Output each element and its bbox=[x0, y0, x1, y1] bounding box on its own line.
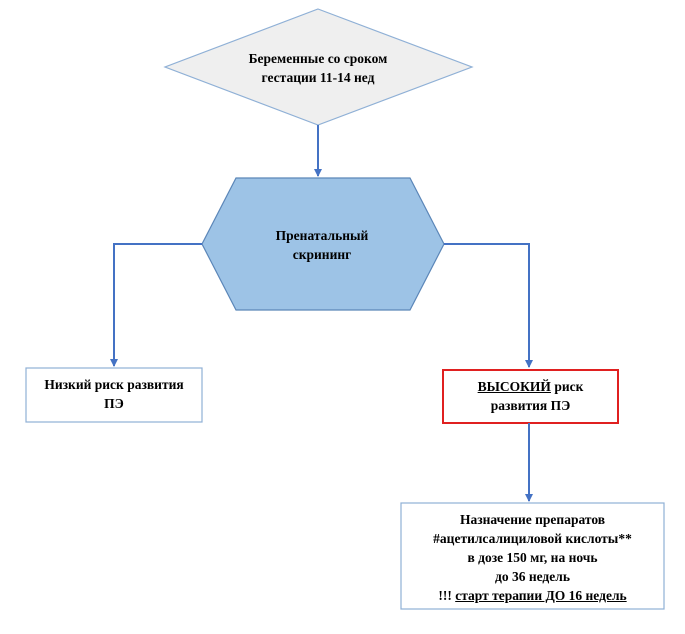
therapy-label-line1: Назначение препаратов bbox=[459, 512, 606, 527]
therapy-label: Назначение препаратов #ацетилсалициловой… bbox=[403, 510, 662, 605]
arrow-screening-to-high-risk bbox=[444, 243, 533, 368]
low-risk-label-line1: Низкий риск развития bbox=[44, 377, 184, 392]
therapy-label-line5: !!! старт терапии ДО 16 недель bbox=[403, 586, 662, 605]
low-risk-label: Низкий риск развития ПЭ bbox=[27, 375, 201, 413]
start-label-line2: гестации 11-14 нед bbox=[261, 70, 375, 85]
start-label-line1: Беременные со сроком bbox=[248, 51, 388, 66]
high-risk-emphasis: ВЫСОКИЙ bbox=[477, 379, 551, 394]
high-risk-label: ВЫСОКИЙ риск развития ПЭ bbox=[444, 377, 617, 415]
screening-label-line1: Пренатальный bbox=[275, 228, 369, 243]
high-risk-label-line1-rest: риск bbox=[550, 379, 584, 394]
low-risk-label-line2: ПЭ bbox=[104, 396, 124, 411]
start-label: Беременные со сроком гестации 11-14 нед bbox=[218, 49, 418, 87]
therapy-label-line2: #ацетилсалициловой кислоты** bbox=[433, 531, 632, 546]
therapy-start-emphasis: старт терапии ДО 16 недель bbox=[455, 588, 627, 603]
low-risk-box bbox=[25, 367, 203, 423]
high-risk-label-line1: ВЫСОКИЙ риск bbox=[444, 377, 617, 396]
high-risk-box bbox=[442, 369, 619, 424]
therapy-box bbox=[400, 502, 665, 610]
therapy-label-line3: в дозе 150 мг, на ночь bbox=[467, 550, 598, 565]
therapy-label-line5-prefix: !!! bbox=[438, 588, 456, 603]
high-risk-label-line2: развития ПЭ bbox=[490, 398, 571, 413]
arrow-screening-to-low-risk bbox=[110, 243, 202, 367]
therapy-label-line4: до 36 недель bbox=[495, 569, 570, 584]
screening-label: Пренатальный скрининг bbox=[232, 226, 412, 264]
screening-label-line2: скрининг bbox=[292, 247, 352, 262]
